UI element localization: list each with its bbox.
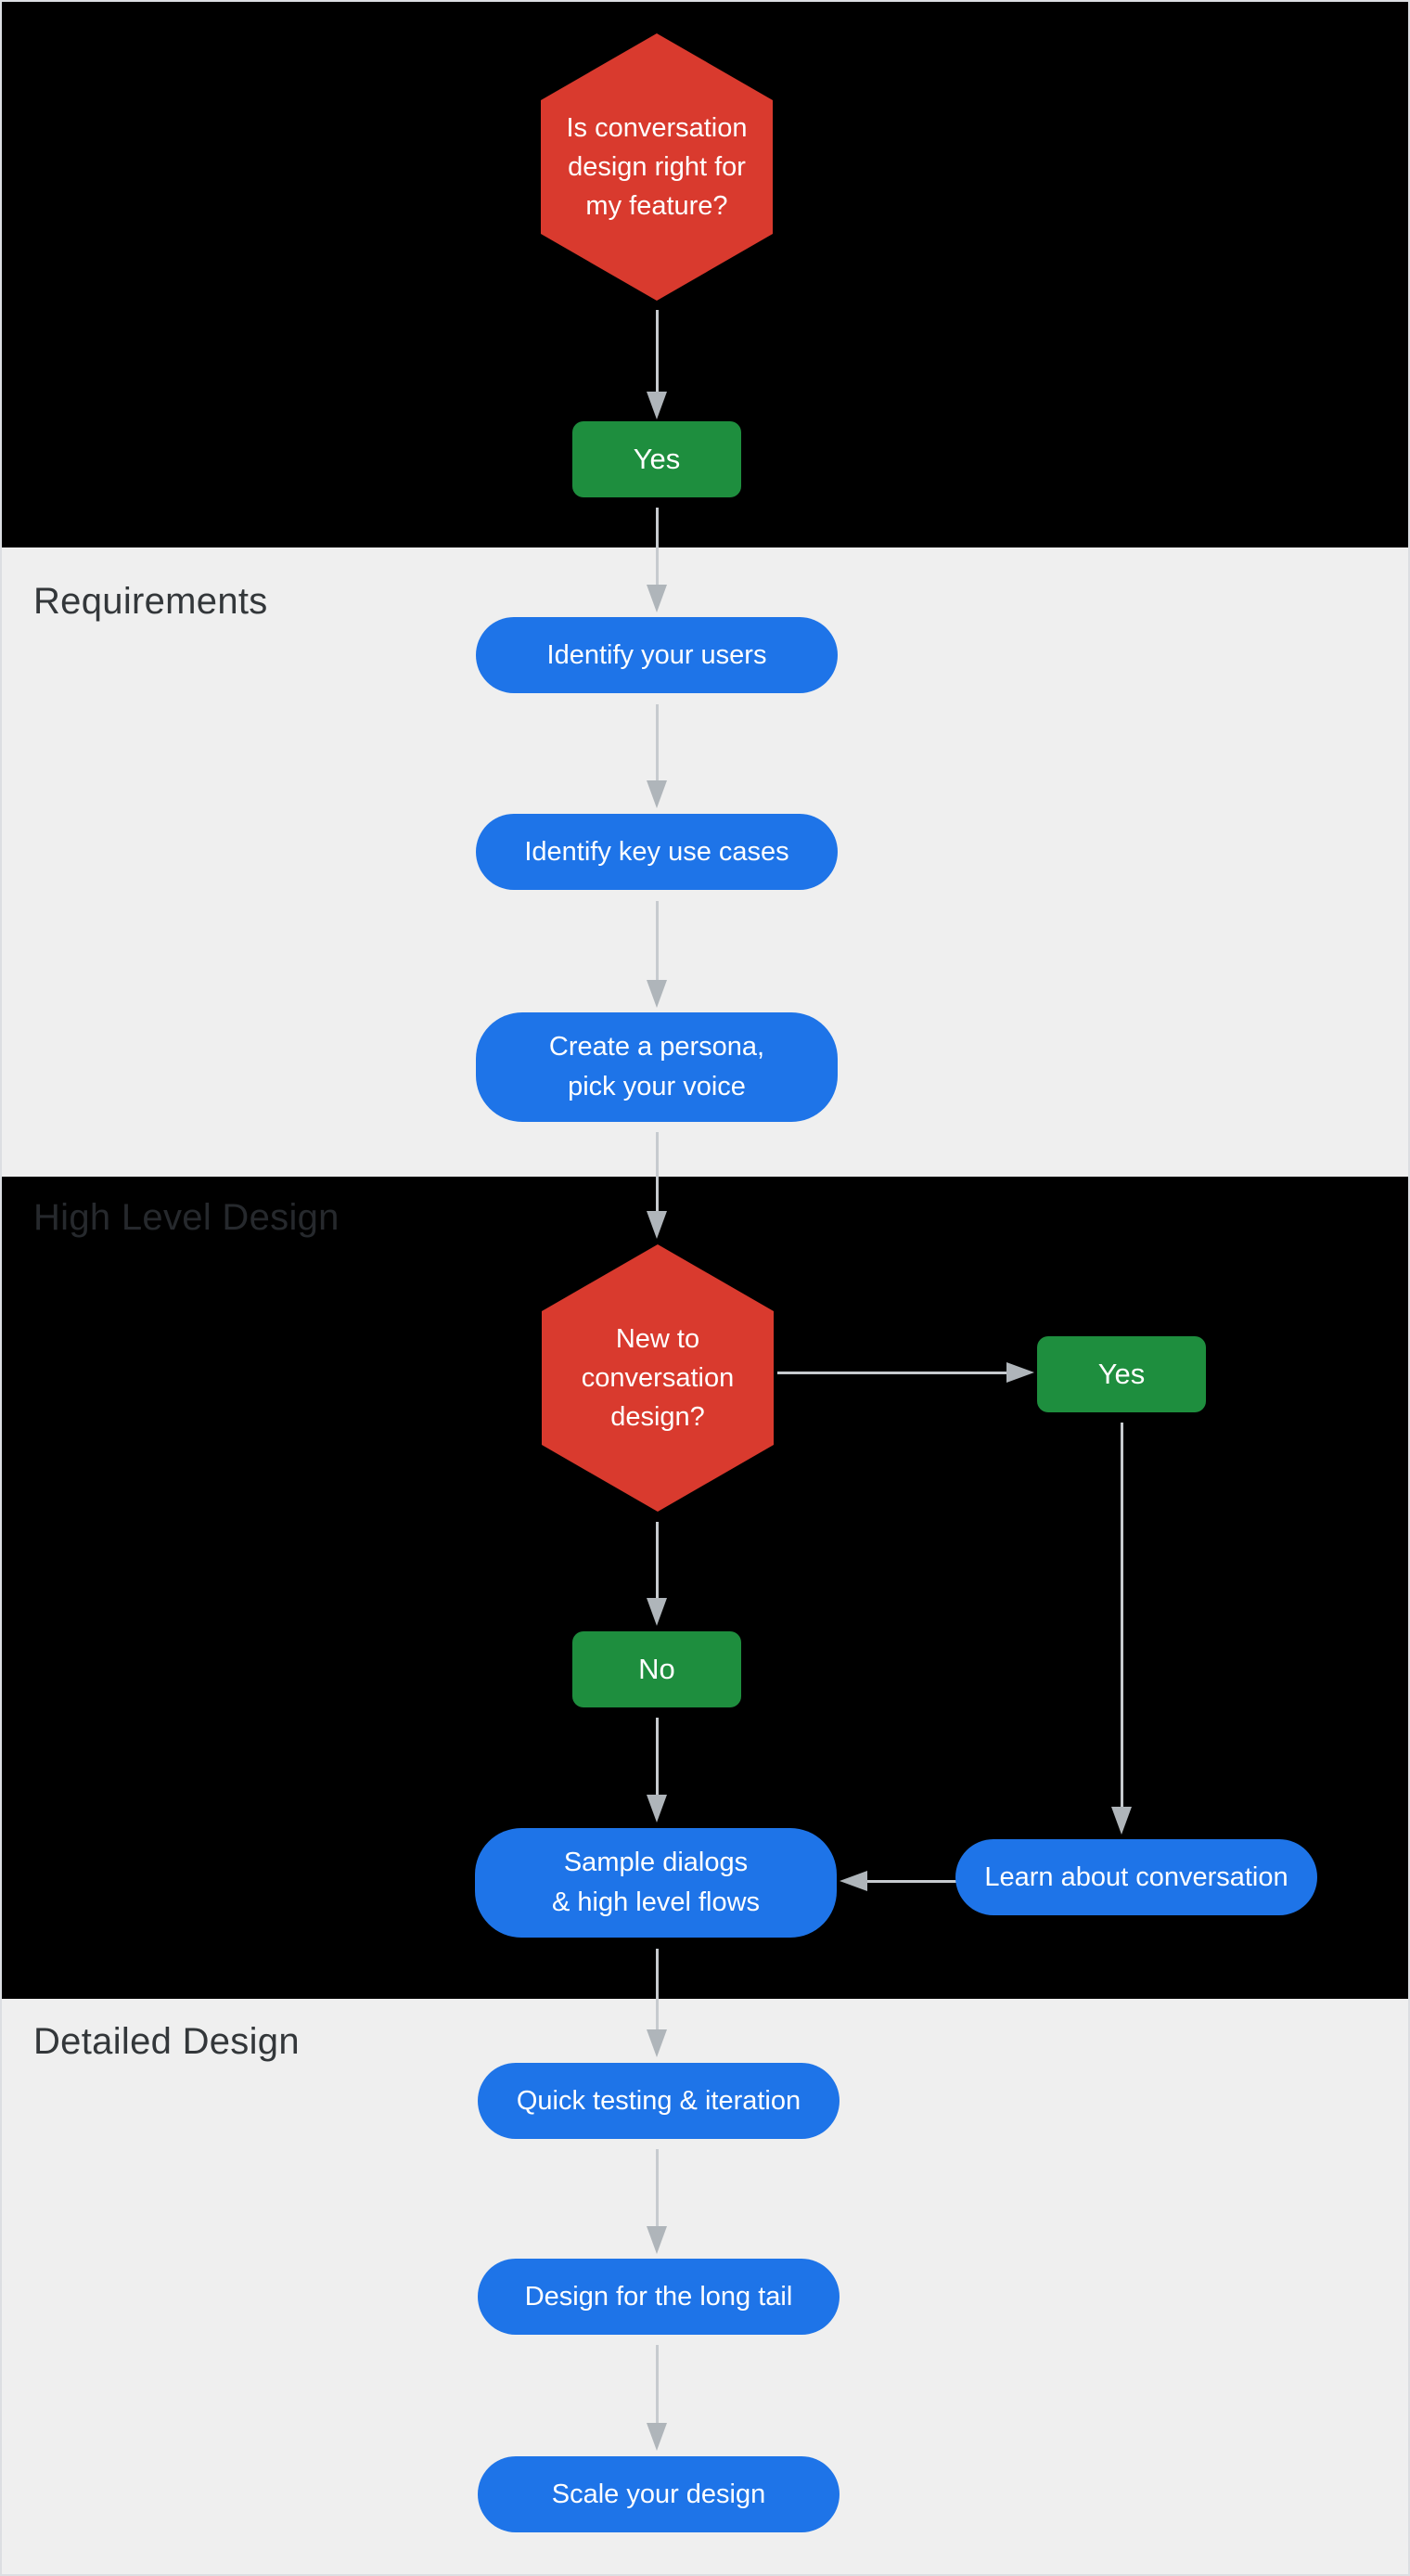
action-design-for-long-tail[interactable]: Design for the long tail [478, 2259, 840, 2335]
decision-new-to-conversation-design: New to conversation design? [542, 1244, 774, 1512]
action-scale-your-design[interactable]: Scale your design [478, 2456, 840, 2532]
decision-text-line: my feature? [585, 191, 728, 221]
action-identify-your-users[interactable]: Identify your users [476, 617, 838, 693]
action-label: Scale your design [551, 2479, 766, 2509]
answer-label: Yes [633, 443, 681, 475]
decision-text-line: Is conversation [566, 113, 748, 143]
arrow-persona-to-decision-new [647, 1132, 667, 1239]
decision-text-line: New to [615, 1324, 700, 1354]
action-quick-testing-iteration[interactable]: Quick testing & iteration [478, 2063, 840, 2139]
arrow-learn-to-sample-dialogs [840, 1871, 956, 1891]
action-label-line: Sample dialogs [563, 1848, 749, 1877]
arrow-quick-to-long-tail [647, 2149, 667, 2254]
answer-yes-1: Yes [572, 421, 741, 497]
action-label: Identify your users [546, 639, 767, 670]
arrow-decision-new-to-no [647, 1522, 667, 1626]
arrow-yes-to-identify-users [647, 508, 667, 612]
action-label-line: & high level flows [551, 1887, 761, 1917]
section-label-requirements: Requirements [33, 581, 268, 622]
answer-yes-2: Yes [1037, 1336, 1206, 1412]
arrow-yes-to-learn-conversation [1111, 1423, 1132, 1835]
section-label-high-level-design: High Level Design [33, 1197, 340, 1238]
arrow-users-to-use-cases [647, 704, 667, 808]
action-identify-key-use-cases[interactable]: Identify key use cases [476, 814, 838, 890]
decision-conversation-design-fit: Is conversation design right for my feat… [541, 33, 773, 301]
arrow-long-tail-to-scale [647, 2345, 667, 2451]
action-create-persona-pick-voice[interactable]: Create a persona, pick your voice [476, 1012, 838, 1122]
action-sample-dialogs-high-level-flows[interactable]: Sample dialogs & high level flows [475, 1828, 837, 1938]
action-label: Quick testing & iteration [516, 2085, 801, 2116]
action-label: Design for the long tail [524, 2281, 793, 2312]
decision-text-line: design right for [568, 152, 746, 182]
decision-text-line: design? [610, 1402, 705, 1432]
action-label-line: Create a persona, [548, 1032, 765, 1062]
answer-label: No [638, 1653, 675, 1685]
arrow-decision-fit-to-yes [647, 310, 667, 419]
answer-no: No [572, 1631, 741, 1707]
section-label-detailed-design: Detailed Design [33, 2021, 300, 2062]
arrow-no-to-sample-dialogs [647, 1718, 667, 1823]
answer-label: Yes [1097, 1358, 1146, 1390]
arrow-sample-to-quick-testing [647, 1949, 667, 2057]
arrow-decision-new-to-yes [777, 1362, 1034, 1383]
action-label: Learn about conversation [984, 1861, 1288, 1892]
action-learn-about-conversation[interactable]: Learn about conversation [955, 1839, 1317, 1915]
action-label: Identify key use cases [524, 836, 789, 867]
decision-text-line: conversation [581, 1363, 735, 1393]
arrow-use-cases-to-persona [647, 901, 667, 1008]
action-label-line: pick your voice [568, 1072, 746, 1101]
